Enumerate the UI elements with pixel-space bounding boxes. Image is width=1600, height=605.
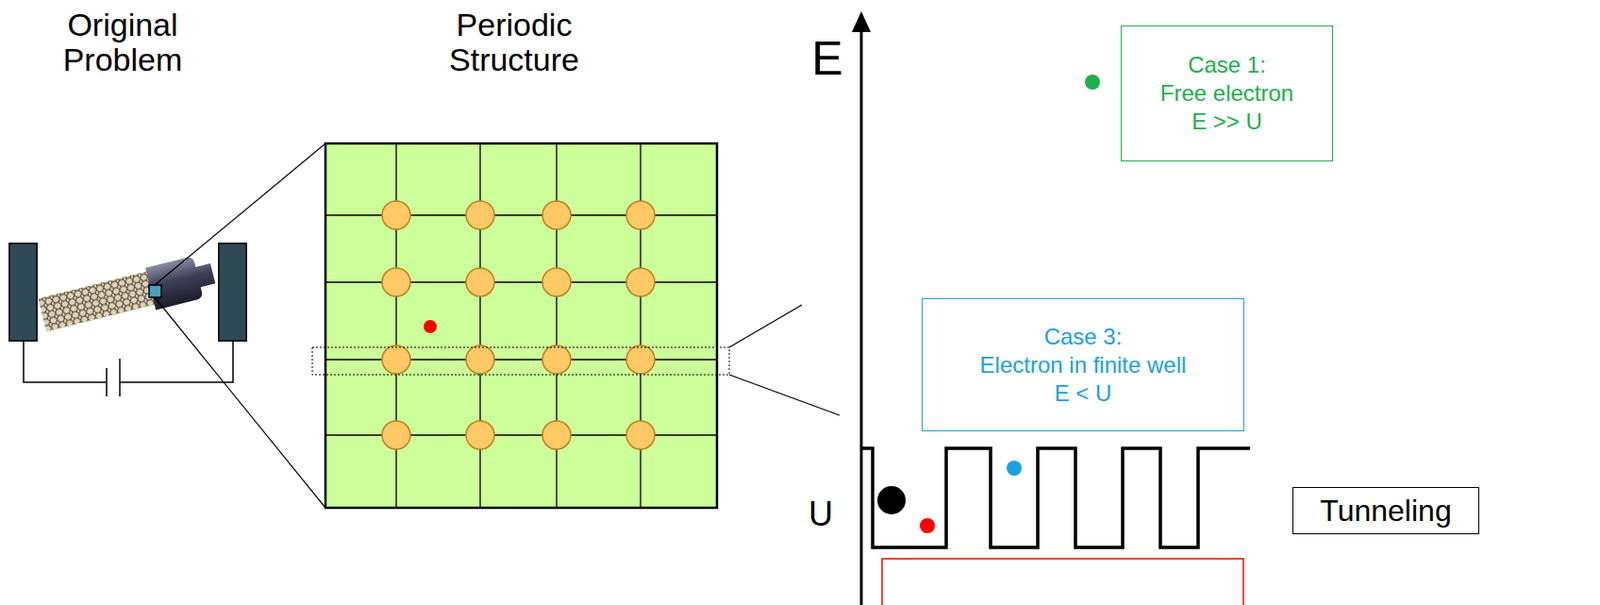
label-box: Tunneling (1292, 486, 1480, 534)
atom (382, 420, 411, 450)
zoom-line (729, 304, 802, 348)
case-box: Case 1:Free electronE >> U (1120, 25, 1334, 162)
zoom-line (154, 297, 326, 508)
electron-dot (1006, 460, 1022, 476)
case-text: Free electron (1160, 79, 1294, 108)
case-text: E < U (1054, 379, 1113, 408)
atom (626, 345, 655, 374)
electron-dot (919, 517, 935, 534)
heading-label: Original Problem (28, 7, 217, 79)
atom (542, 420, 571, 450)
case-text: Electron in finite well (980, 350, 1187, 380)
atom (466, 267, 495, 297)
case-text: Tunneling (1319, 491, 1451, 530)
atom (382, 200, 411, 230)
case-box: Case 3:Electron in finite wellE < U (921, 298, 1245, 432)
atom (542, 267, 571, 297)
case-text: Case 1: (1187, 50, 1267, 80)
zoom-line (729, 374, 840, 416)
lattice-line (639, 143, 641, 508)
atom (466, 345, 495, 374)
lattice-line (479, 143, 481, 508)
electrode (9, 243, 37, 341)
atom (466, 200, 495, 230)
atom (466, 420, 495, 450)
selection-rect (312, 347, 730, 375)
atom (626, 267, 655, 297)
axis-arrow (851, 11, 871, 33)
zoom-square (149, 284, 162, 298)
atom (626, 420, 655, 450)
nanotube (37, 251, 219, 337)
atom (382, 345, 411, 374)
electron-dot (423, 319, 437, 334)
battery-symbol (118, 358, 121, 397)
potential-wells (861, 448, 1250, 548)
atoms (382, 200, 655, 450)
heading-label: Periodic Structure (419, 7, 609, 79)
particle-dot (877, 485, 906, 515)
lattice-box (325, 143, 717, 508)
energy-axis (860, 28, 864, 605)
lattice-line (395, 143, 397, 508)
battery-symbol (105, 367, 108, 397)
case-text: E >> U (1191, 107, 1263, 136)
zoom-line (154, 143, 326, 285)
atom (542, 345, 571, 374)
lattice-line (555, 143, 557, 508)
case-box-cut (882, 558, 1244, 605)
atom (542, 200, 571, 230)
case-text: Case 3: (1044, 322, 1123, 351)
electrode (218, 243, 247, 341)
atom (382, 267, 411, 297)
axis-label: U (808, 495, 834, 534)
wire (23, 340, 234, 383)
lattice-lines (325, 143, 717, 508)
electron-dot (1084, 74, 1100, 90)
atom (626, 200, 655, 230)
axis-label: E (811, 33, 843, 85)
